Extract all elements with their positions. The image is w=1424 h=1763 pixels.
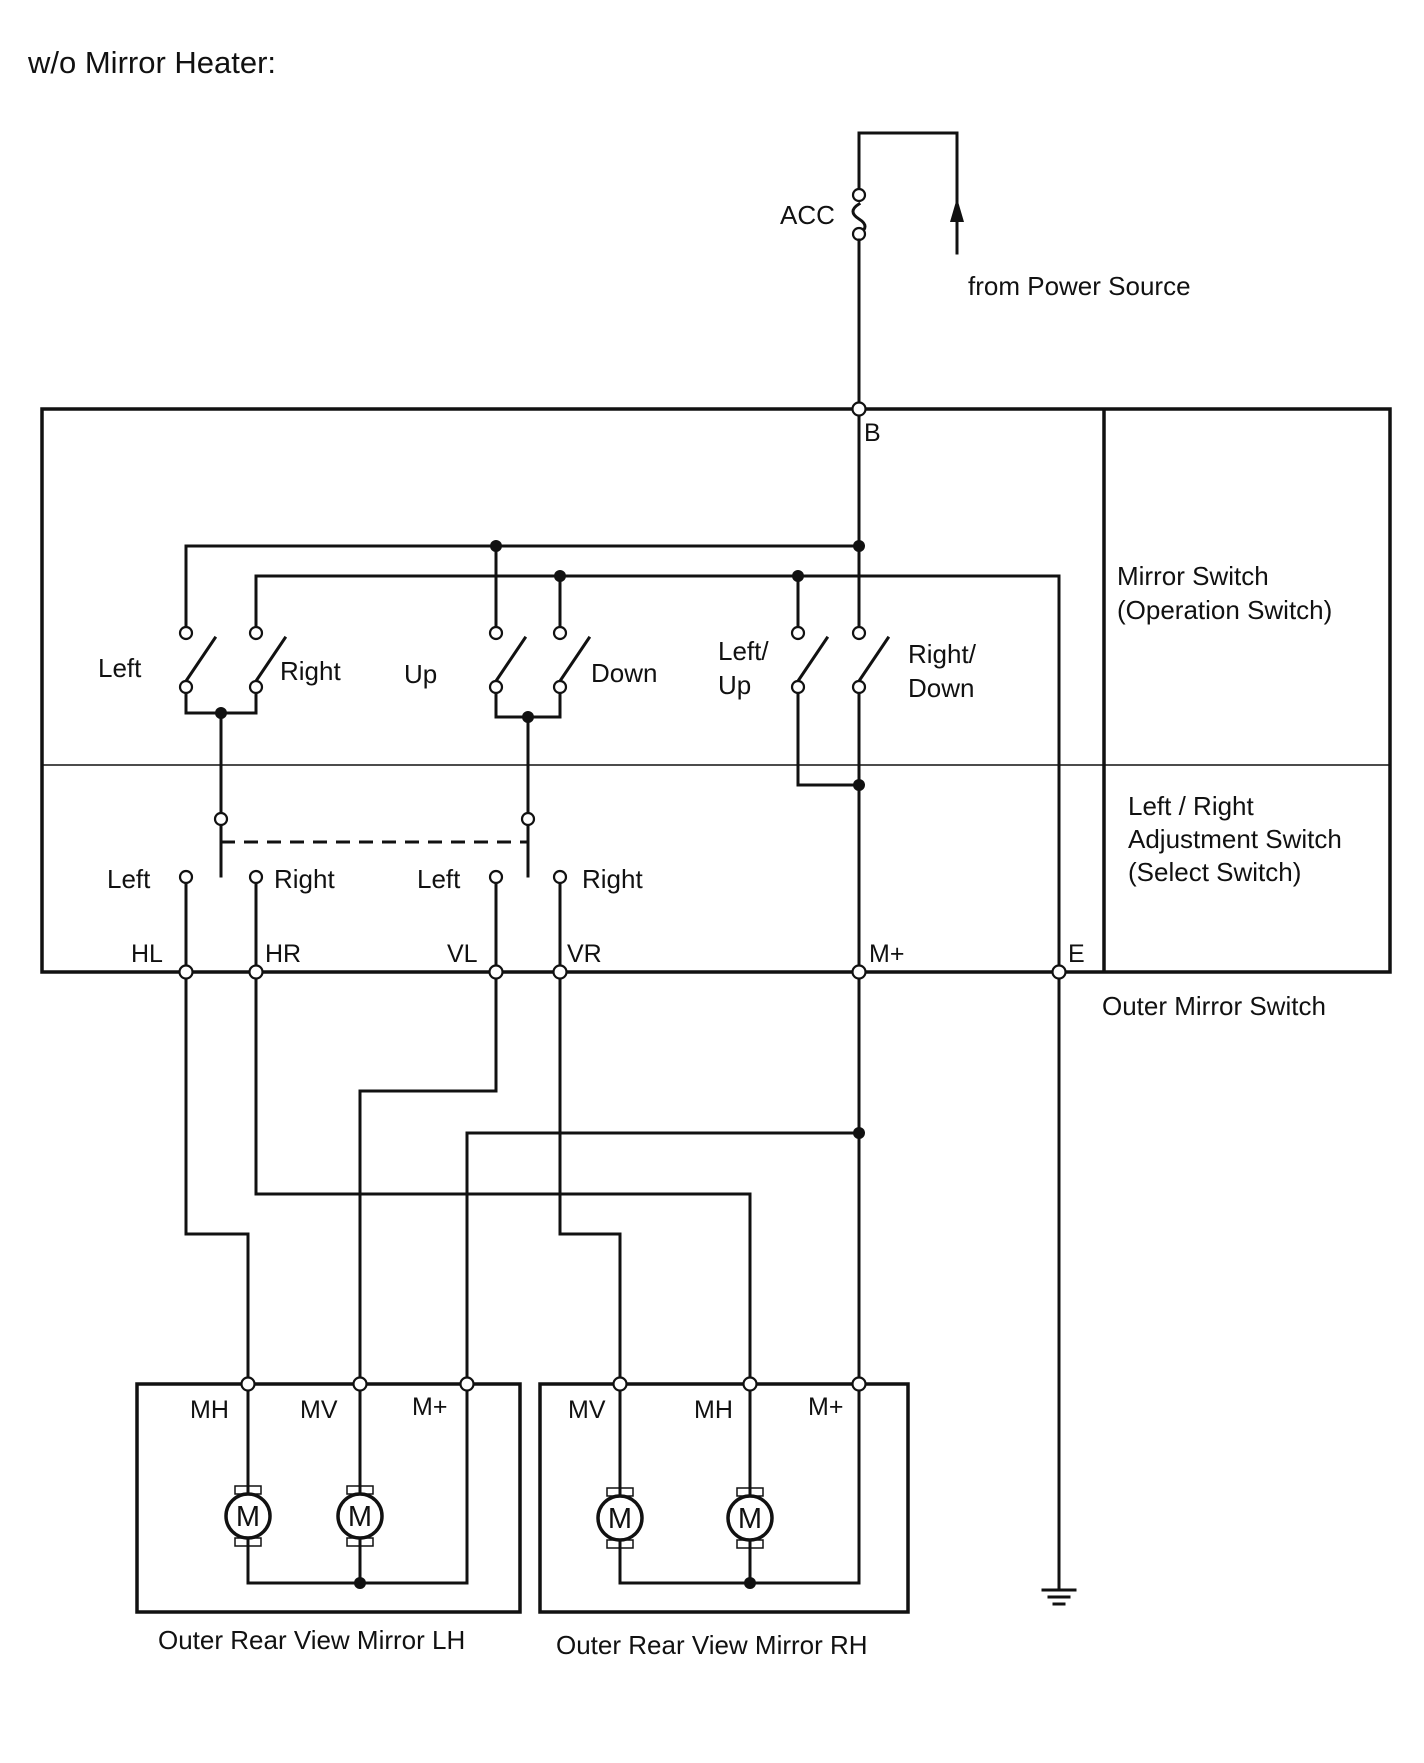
terminal-mplus-label: M+ — [869, 940, 904, 968]
mirror-rh-box — [538, 1376, 910, 1614]
motor-symbol-label: M — [738, 1503, 762, 1535]
harness-wiring — [184, 977, 1061, 1592]
mirror-lh-name: Outer Rear View Mirror LH — [158, 1625, 465, 1655]
mirror-lh-mv-label: MV — [300, 1396, 338, 1424]
mirror-switch-label-line1: Mirror Switch — [1117, 561, 1269, 591]
terminal-vr-label: VR — [567, 940, 602, 968]
select-switch-label-line1: Left / Right — [1128, 791, 1255, 821]
terminal-b-label: B — [864, 419, 881, 447]
sel-h-left-label: Left — [107, 864, 151, 894]
sel-h-right-label: Right — [274, 864, 335, 894]
terminal-vl-label: VL — [447, 940, 478, 968]
terminal-e-label: E — [1068, 940, 1085, 968]
mirror-rh-mplus-label: M+ — [808, 1393, 843, 1421]
motor-symbol-label: M — [608, 1503, 632, 1535]
motor-icon: M — [336, 1484, 384, 1548]
op-right-down-label-2: Down — [908, 673, 974, 703]
motor-icon: M — [224, 1484, 272, 1548]
outer-mirror-switch-label: Outer Mirror Switch — [1102, 991, 1326, 1021]
mirror-rh-mh-label: MH — [694, 1396, 733, 1424]
select-switch-label-line2: Adjustment Switch — [1128, 824, 1342, 854]
terminal-hr-label: HR — [265, 940, 301, 968]
op-left-label: Left — [98, 653, 142, 683]
power-arrow — [950, 198, 964, 222]
ground-icon — [1041, 1588, 1077, 1606]
switch-internal-wiring — [184, 414, 1061, 967]
power-feed — [851, 131, 964, 404]
mirror-switch-label-line2: (Operation Switch) — [1117, 595, 1332, 625]
diagram-title: w/o Mirror Heater: — [27, 45, 276, 80]
mirror-rh-name: Outer Rear View Mirror RH — [556, 1630, 868, 1660]
op-down-label: Down — [591, 658, 657, 688]
terminal-hl-label: HL — [131, 940, 163, 968]
sel-v-left-label: Left — [417, 864, 461, 894]
sel-v-right-label: Right — [582, 864, 643, 894]
motor-symbol-label: M — [236, 1501, 260, 1533]
op-left-up-label-1: Left/ — [718, 636, 769, 666]
switch-junctions — [215, 540, 865, 791]
power-source-label: from Power Source — [968, 271, 1191, 301]
mirror-lh-mplus-label: M+ — [412, 1393, 447, 1421]
select-switch-label-line3: (Select Switch) — [1128, 857, 1301, 887]
outer-mirror-switch-box — [40, 407, 1392, 974]
op-right-label: Right — [280, 656, 341, 686]
motor-icon: M — [596, 1486, 644, 1550]
op-right-down-label-1: Right/ — [908, 639, 977, 669]
op-up-label: Up — [404, 659, 437, 689]
select-switch-contacts — [178, 811, 568, 885]
mirror-lh-mh-label: MH — [190, 1396, 229, 1424]
op-left-up-label-2: Up — [718, 670, 751, 700]
motor-symbol-label: M — [348, 1501, 372, 1533]
acc-fuse-label: ACC — [780, 200, 835, 230]
mirror-rh-mv-label: MV — [568, 1396, 606, 1424]
motor-icon: M — [726, 1486, 774, 1550]
operation-switch-contacts — [178, 625, 891, 695]
